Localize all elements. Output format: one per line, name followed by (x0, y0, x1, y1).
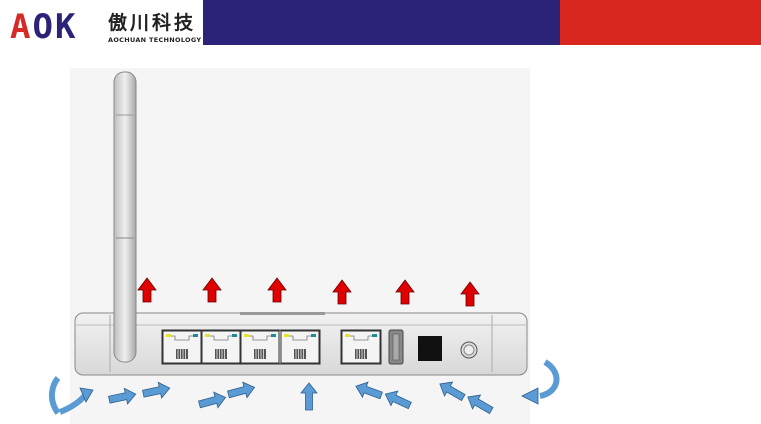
header-bar-red (560, 0, 761, 45)
outflow-arrow-icon (460, 281, 480, 307)
lan-port (162, 330, 202, 364)
logo-mark: AOK (10, 10, 77, 44)
company-name-en: AOCHUAN TECHNOLOGY (108, 36, 202, 44)
header-bar-navy (203, 0, 560, 45)
inflow-arrow-icon (352, 378, 385, 404)
inflow-arrow-icon (196, 389, 228, 413)
outflow-arrow-icon (267, 277, 287, 303)
inflow-arrow-icon (435, 376, 468, 405)
lan-port (240, 330, 280, 364)
company-name-cn: 傲川科技 (108, 12, 197, 34)
outflow-arrow-icon (202, 277, 222, 303)
wan-port (341, 330, 381, 364)
inflow-curved-arrow-icon (539, 359, 560, 399)
inflow-arrow-icon (463, 389, 496, 418)
inflow-arrow-icon (381, 386, 414, 414)
antenna (113, 71, 137, 363)
outflow-arrow-icon (395, 279, 415, 305)
outflow-arrow-icon (332, 279, 352, 305)
lan-port (201, 330, 241, 364)
inflow-arrow-icon (225, 379, 257, 403)
logo-letter-a: A (10, 7, 33, 47)
inflow-curved-arrow-icon (49, 376, 61, 415)
power-switch (418, 336, 442, 361)
outflow-arrow-icon (137, 277, 157, 303)
lan-port-group (161, 329, 321, 365)
logo-letters-ok: OK (32, 7, 78, 47)
lan-port (280, 330, 320, 364)
inflow-arrow-icon (107, 385, 138, 408)
inflow-arrow-icon (141, 379, 172, 402)
inflow-arrow-icon (300, 382, 318, 411)
